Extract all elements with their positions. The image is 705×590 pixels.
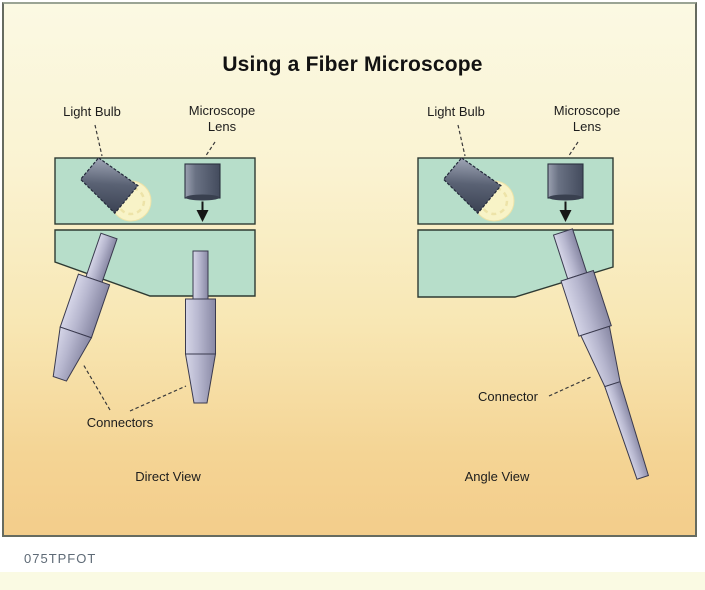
- angle-view-caption: Angle View: [464, 469, 530, 484]
- connector-label-text: Connector: [478, 389, 538, 404]
- light-bulb-label-right: Light Bulb: [427, 104, 485, 120]
- microscope-lens-label-left: Microscope Lens: [189, 103, 255, 135]
- light-bulb-label-left-text: Light Bulb: [63, 104, 121, 119]
- connectors-label-text: Connectors: [86, 415, 154, 430]
- light-bulb-label-right-text: Light Bulb: [427, 104, 485, 119]
- connectors-label: Connectors: [87, 415, 153, 431]
- light-bulb-leader-right: [457, 124, 466, 157]
- lens-leader-left: [204, 141, 216, 158]
- connector-leader-right: [548, 376, 592, 397]
- figure-title: Using a Fiber Microscope: [222, 53, 483, 76]
- lens-label-left-line1: Microscope: [188, 103, 256, 118]
- upper-housing-left: [54, 157, 256, 225]
- lens-label-right-line1: Microscope: [553, 103, 621, 118]
- connector-label: Connector: [478, 389, 538, 405]
- down-arrow-icon-left: [196, 201, 209, 222]
- direct-view-caption: Direct View: [135, 469, 201, 484]
- light-bulb-label-left: Light Bulb: [63, 104, 121, 120]
- microscope-lens-label-right: Microscope Lens: [554, 103, 620, 135]
- figure-code: 075TPFOT: [24, 551, 97, 566]
- light-bulb-shape-left: [79, 157, 139, 215]
- connector-angle-right: [552, 228, 650, 480]
- light-bulb-shape-right: [442, 157, 502, 215]
- lens-leader-right: [567, 141, 579, 158]
- connectors-leader-line-2: [129, 385, 187, 412]
- upper-housing-right: [417, 157, 614, 225]
- down-arrow-icon-right: [559, 201, 572, 222]
- microscope-lens-shape-left: [184, 163, 221, 201]
- lens-label-right-line2: Lens: [572, 119, 602, 134]
- connector-vertical-left: [184, 250, 217, 404]
- lens-label-left-line2: Lens: [207, 119, 237, 134]
- connector-angled-left: [52, 232, 118, 382]
- light-bulb-leader-left: [94, 124, 103, 157]
- microscope-lens-shape-right: [547, 163, 584, 201]
- connectors-leader-line-1: [82, 363, 111, 411]
- bottom-strip: [0, 572, 705, 590]
